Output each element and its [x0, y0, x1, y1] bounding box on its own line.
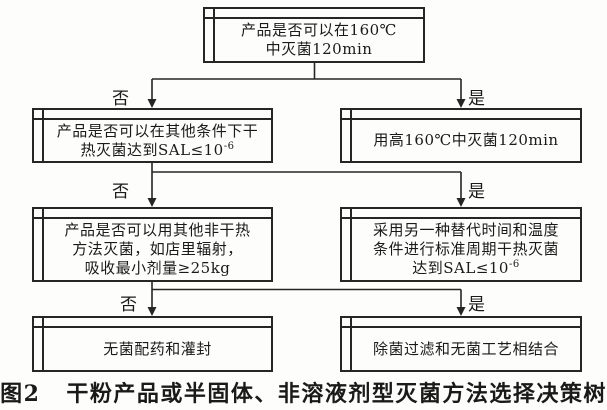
node-text-line: 采用另一种替代时间和温度	[372, 221, 559, 239]
flow-node-alternative-cycle: 采用另一种替代时间和温度 条件进行标准周期干热灭菌 达到SAL≤10-6	[340, 207, 582, 282]
flow-node-aseptic-filling-text: 无菌配药和灌封	[44, 328, 271, 370]
branch3-lines	[151, 282, 462, 307]
node-text-line: 中灭菌120min	[265, 40, 373, 58]
superscript-exponent: -6	[508, 259, 520, 270]
node-text-line: 达到SAL≤10-6	[412, 259, 520, 277]
branch3-yes-label: 是	[468, 295, 485, 315]
branch1-no-label: 否	[112, 89, 129, 109]
branch1-no-arrowhead	[147, 99, 157, 108]
node-text-line: 无菌配药和灌封	[103, 339, 212, 358]
node-text-line: 条件进行标准周期干热灭菌	[372, 240, 559, 258]
figure-caption: 图2 干粉产品或半固体、非溶液剂型灭菌方法选择决策树	[0, 376, 607, 408]
flow-node-question-non-dry-heat-text: 产品是否可以用其他非干热 方法灭菌，如店里辐射， 吸收最小剂量≥25kg	[44, 219, 271, 280]
node-text-line: 产品是否可以用其他非干热	[64, 221, 251, 239]
branch3-no-arrowhead	[147, 307, 157, 316]
branch2-lines	[151, 163, 462, 199]
branch3-no-label: 否	[120, 295, 137, 315]
superscript-exponent: -6	[223, 140, 235, 152]
flow-node-alternative-cycle-text: 采用另一种替代时间和温度 条件进行标准周期干热灭菌 达到SAL≤10-6	[352, 219, 580, 280]
node-text-line: 产品是否可以在其他条件下干	[56, 121, 259, 140]
flow-node-aseptic-filling: 无菌配药和灌封	[32, 316, 273, 372]
flow-node-filtration-aseptic-process: 除菌过滤和无菌工艺相结合	[340, 316, 582, 372]
branch1-lines	[151, 63, 462, 100]
flow-node-sterilize-160c-text: 用高160℃中灭菌120min	[352, 120, 580, 161]
figure-caption-title: 干粉产品或半固体、非溶液剂型灭菌方法选择决策树	[66, 381, 607, 407]
node-text-line: 吸收最小剂量≥25kg	[84, 259, 231, 277]
node-text-line: 除菌过滤和无菌工艺相结合	[372, 339, 559, 358]
flow-node-root-question: 产品是否可以在160℃ 中灭菌120min	[203, 7, 425, 63]
flow-node-filtration-aseptic-process-text: 除菌过滤和无菌工艺相结合	[352, 328, 580, 370]
branch2-no-label: 否	[112, 182, 129, 202]
flow-node-question-other-dry-heat: 产品是否可以在其他条件下干 热灭菌达到SAL≤10-6	[32, 108, 273, 163]
branch1-yes-arrowhead	[456, 99, 466, 108]
flow-node-sterilize-160c: 用高160℃中灭菌120min	[340, 108, 582, 163]
branch2-yes-label: 是	[468, 182, 485, 202]
branch3-yes-arrowhead	[456, 307, 466, 316]
figure-caption-number: 图2	[0, 381, 41, 407]
flow-node-question-non-dry-heat: 产品是否可以用其他非干热 方法灭菌，如店里辐射， 吸收最小剂量≥25kg	[32, 207, 273, 282]
branch2-no-arrowhead	[147, 198, 157, 207]
node-text-line: 产品是否可以在160℃	[241, 21, 397, 39]
flow-node-root-question-text: 产品是否可以在160℃ 中灭菌120min	[215, 19, 423, 61]
node-text-line: 用高160℃中灭菌120min	[373, 131, 559, 149]
node-text-line: 热灭菌达到SAL≤10-6	[80, 140, 235, 159]
branch2-yes-arrowhead	[456, 198, 466, 207]
node-text-line: 方法灭菌，如店里辐射，	[72, 240, 243, 258]
branch1-yes-label: 是	[468, 89, 485, 109]
flow-node-question-other-dry-heat-text: 产品是否可以在其他条件下干 热灭菌达到SAL≤10-6	[44, 120, 271, 161]
